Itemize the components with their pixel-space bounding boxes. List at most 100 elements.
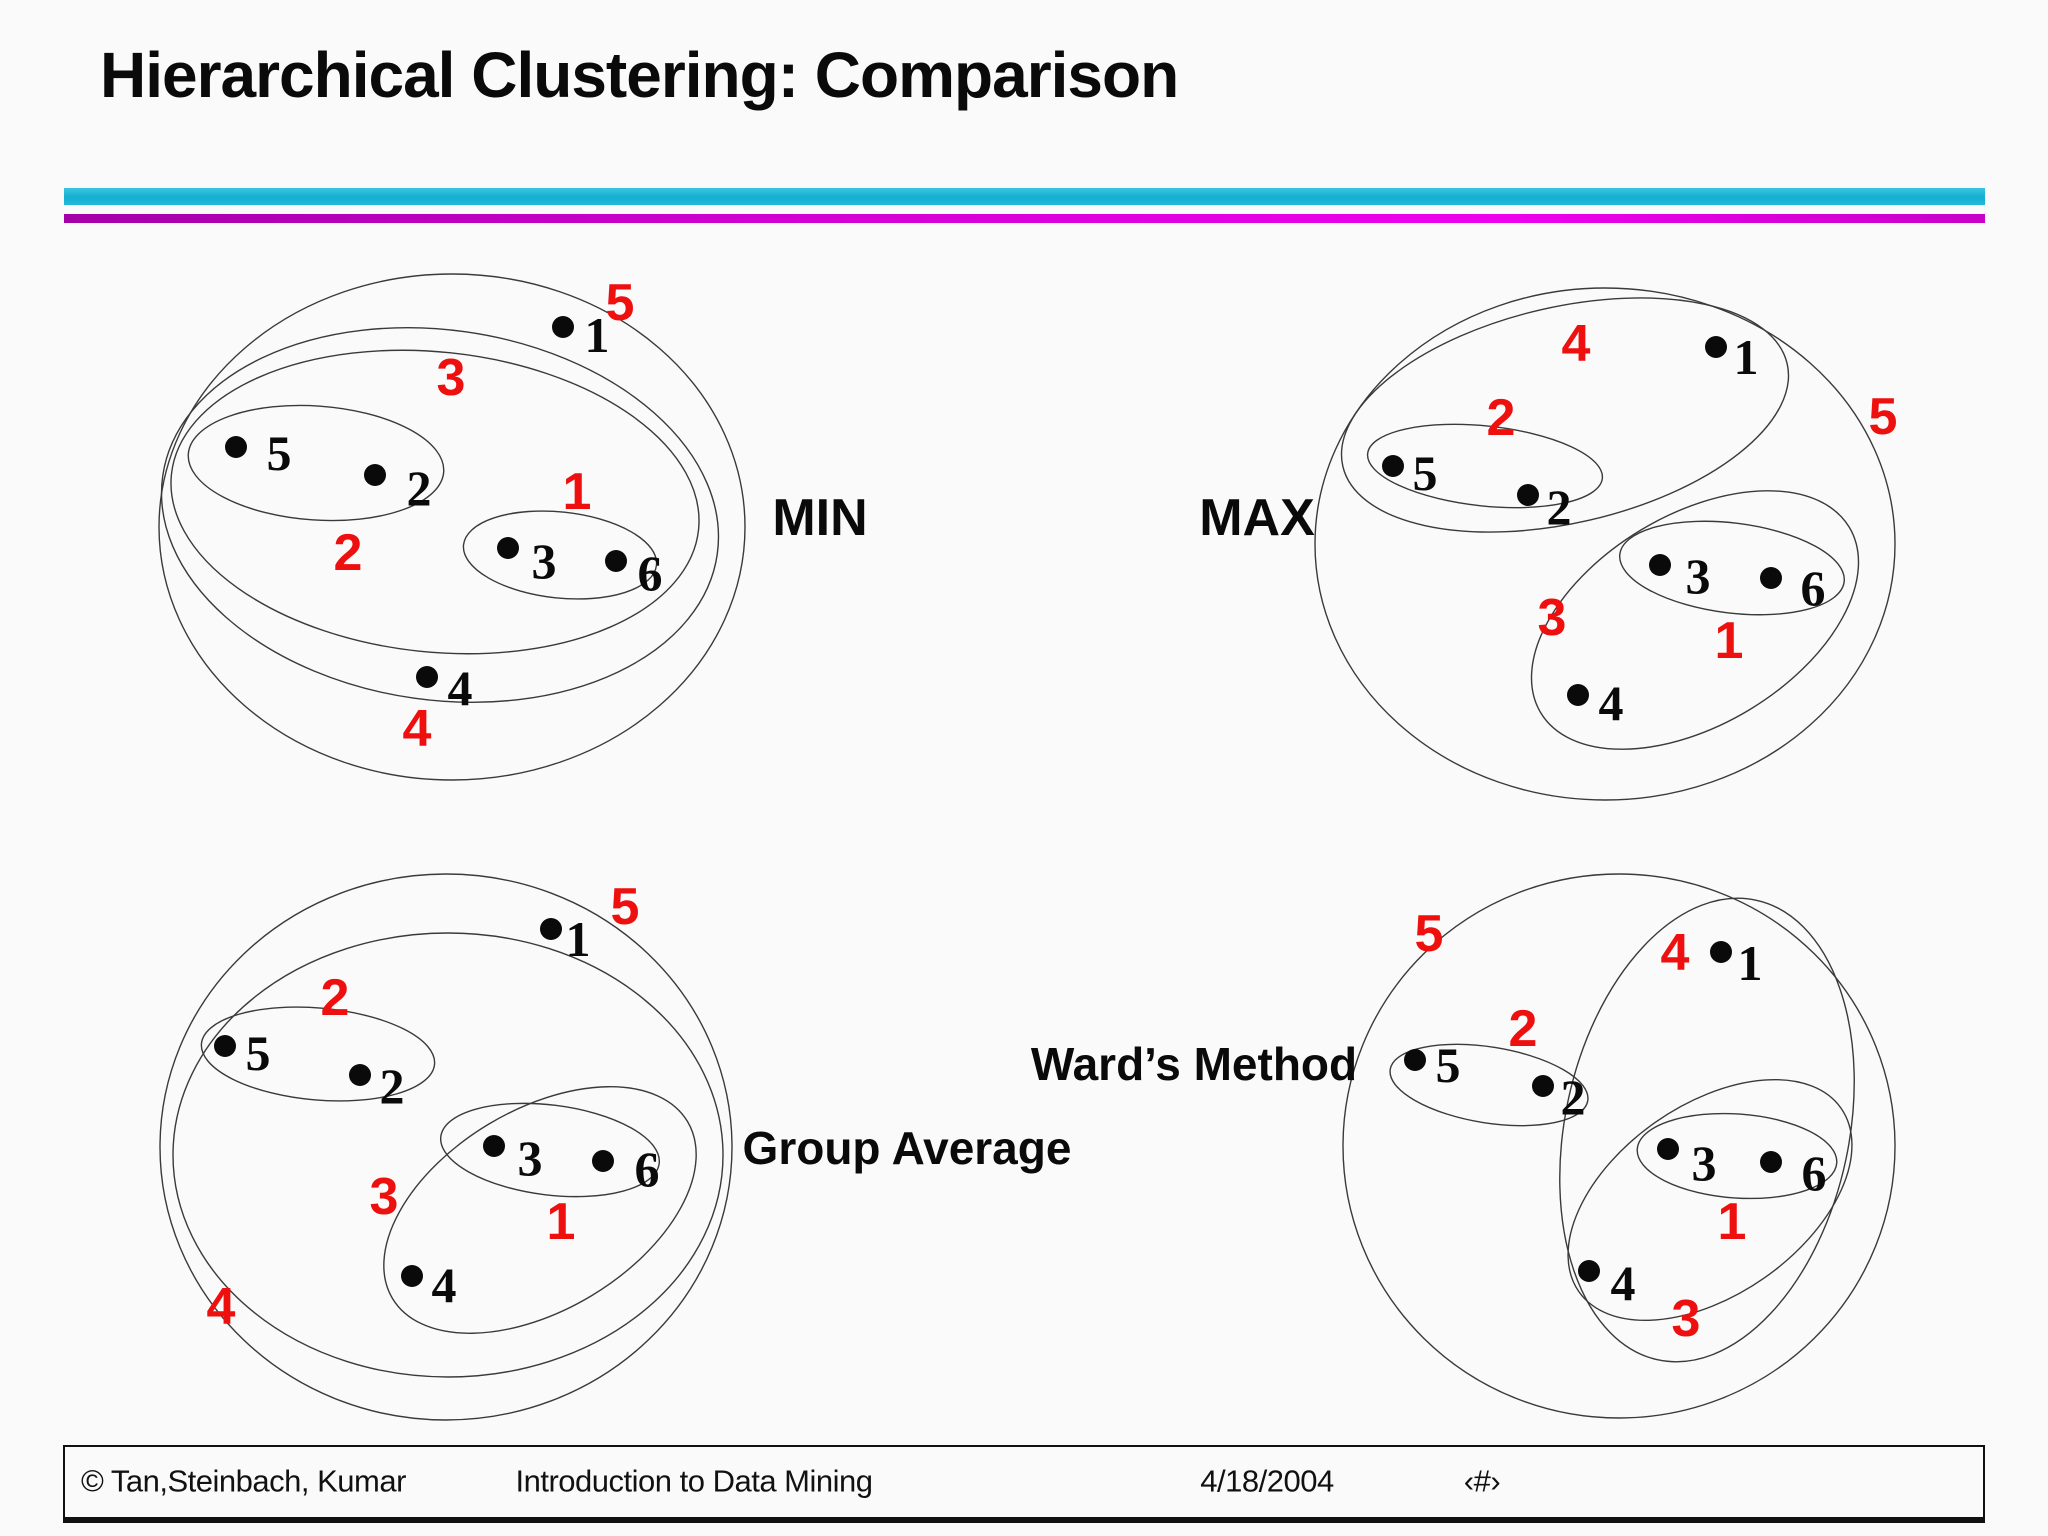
- wards_method-method-label: Ward’s Method: [1031, 1038, 1357, 1090]
- divider-bar-magenta: [64, 214, 1985, 223]
- max-merge-order-4: 4: [1562, 315, 1591, 373]
- group_average-cluster-step-1: [439, 1102, 661, 1198]
- max-point-2-label: 2: [1547, 479, 1572, 535]
- wards_method-point-4-dot: [1578, 1260, 1600, 1282]
- group_average-merge-order-5: 5: [611, 878, 640, 936]
- footer: © Tan,Steinbach, Kumar Introduction to D…: [63, 1445, 1985, 1523]
- max-point-6-label: 6: [1801, 560, 1826, 616]
- group_average-point-5-dot: [214, 1035, 236, 1057]
- group_average-point-6-dot: [592, 1150, 614, 1172]
- wards_method-point-4-label: 4: [1611, 1255, 1636, 1311]
- wards_method-cluster-step-5: [1342, 873, 1896, 1419]
- wards_method-cluster-step-3: [1567, 1078, 1853, 1322]
- wards_method-merge-order-2: 2: [1509, 1000, 1538, 1058]
- wards_method-point-1-dot: [1710, 941, 1732, 963]
- min-method-label: MIN: [772, 489, 867, 547]
- max-merge-order-2: 2: [1487, 389, 1516, 447]
- group_average-merge-order-4: 4: [207, 1278, 236, 1336]
- min-point-4-label: 4: [448, 660, 473, 716]
- max-point-1-label: 1: [1734, 329, 1759, 385]
- group_average-point-3-dot: [483, 1135, 505, 1157]
- min-cluster-step-1: [462, 510, 658, 600]
- min-merge-order-1: 1: [563, 463, 592, 521]
- group_average-point-5-label: 5: [246, 1025, 271, 1081]
- group_average-cluster-step-2: [200, 1006, 436, 1102]
- min-merge-order-3: 3: [437, 349, 466, 407]
- max-point-4-label: 4: [1599, 675, 1624, 731]
- group_average-point-4-label: 4: [432, 1257, 457, 1313]
- max-point-5-dot: [1382, 455, 1404, 477]
- min-point-1-label: 1: [585, 307, 610, 363]
- slide-title: Hierarchical Clustering: Comparison: [100, 39, 1179, 111]
- footer-copyright: © Tan,Steinbach, Kumar: [81, 1463, 406, 1499]
- min-point-6-dot: [605, 550, 627, 572]
- max-point-4-dot: [1567, 684, 1589, 706]
- group_average-cluster-step-4: [172, 932, 724, 1378]
- wards_method-point-5-dot: [1404, 1049, 1426, 1071]
- max-point-6-dot: [1760, 567, 1782, 589]
- group_average-point-6-label: 6: [635, 1141, 660, 1197]
- footer-course-title: Introduction to Data Mining: [515, 1463, 874, 1499]
- wards_method-point-2-label: 2: [1561, 1069, 1586, 1125]
- max-point-1-dot: [1705, 336, 1727, 358]
- group_average-cluster-step-3: [383, 1086, 697, 1334]
- min-point-2-label: 2: [407, 460, 432, 516]
- min-point-2-dot: [364, 464, 386, 486]
- min-cluster-step-2: [187, 404, 445, 522]
- min-cluster-step-3: [170, 349, 700, 655]
- wards_method-merge-order-4: 4: [1661, 924, 1690, 982]
- max-cluster-step-3: [1530, 490, 1860, 750]
- wards_method-point-6-label: 6: [1802, 1145, 1827, 1201]
- min-merge-order-4: 4: [403, 700, 432, 758]
- wards_method-merge-order-1: 1: [1718, 1193, 1747, 1251]
- min-point-5-dot: [225, 436, 247, 458]
- min-point-3-label: 3: [532, 533, 557, 589]
- wards_method-cluster-step-2: [1389, 1043, 1589, 1127]
- max-point-3-dot: [1649, 554, 1671, 576]
- wards_method-point-6-dot: [1760, 1151, 1782, 1173]
- min-point-1-dot: [552, 316, 574, 338]
- group_average-merge-order-2: 2: [321, 969, 350, 1027]
- footer-page-number-marker: ‹#›: [1463, 1463, 1501, 1499]
- group_average-point-1-dot: [540, 918, 562, 940]
- max-point-2-dot: [1517, 484, 1539, 506]
- wards_method-cluster-step-1: [1636, 1112, 1838, 1200]
- max-cluster-step-4: [1340, 297, 1790, 533]
- min-point-3-dot: [497, 537, 519, 559]
- group_average-point-1-label: 1: [566, 911, 591, 967]
- wards_method-point-5-label: 5: [1436, 1037, 1461, 1093]
- wards_method-merge-order-3: 3: [1672, 1290, 1701, 1348]
- group_average-method-label: Group Average: [743, 1122, 1072, 1174]
- min-point-4-dot: [416, 666, 438, 688]
- footer-date: 4/18/2004: [1200, 1463, 1334, 1499]
- group_average-point-2-label: 2: [380, 1058, 405, 1114]
- max-cluster-step-5: [1314, 287, 1896, 801]
- wards_method-cluster-step-4: [1559, 897, 1855, 1363]
- min-cluster-step-4: [160, 327, 720, 703]
- wards_method-point-3-label: 3: [1692, 1135, 1717, 1191]
- wards_method-point-2-dot: [1532, 1075, 1554, 1097]
- max-merge-order-3: 3: [1538, 589, 1567, 647]
- wards_method-point-1-label: 1: [1738, 935, 1763, 991]
- max-point-3-label: 3: [1686, 548, 1711, 604]
- max-method-label: MAX: [1199, 489, 1315, 547]
- max-cluster-step-1: [1619, 520, 1845, 616]
- wards_method-merge-order-5: 5: [1415, 905, 1444, 963]
- max-merge-order-5: 5: [1869, 388, 1898, 446]
- divider-bar-cyan: [64, 188, 1985, 205]
- min-merge-order-2: 2: [334, 524, 363, 582]
- min-merge-order-5: 5: [606, 274, 635, 332]
- max-point-5-label: 5: [1413, 445, 1438, 501]
- min-point-6-label: 6: [638, 545, 663, 601]
- group_average-point-2-dot: [349, 1064, 371, 1086]
- group_average-cluster-step-5: [159, 873, 733, 1421]
- group_average-point-4-dot: [401, 1265, 423, 1287]
- min-point-5-label: 5: [267, 425, 292, 481]
- group_average-merge-order-3: 3: [370, 1168, 399, 1226]
